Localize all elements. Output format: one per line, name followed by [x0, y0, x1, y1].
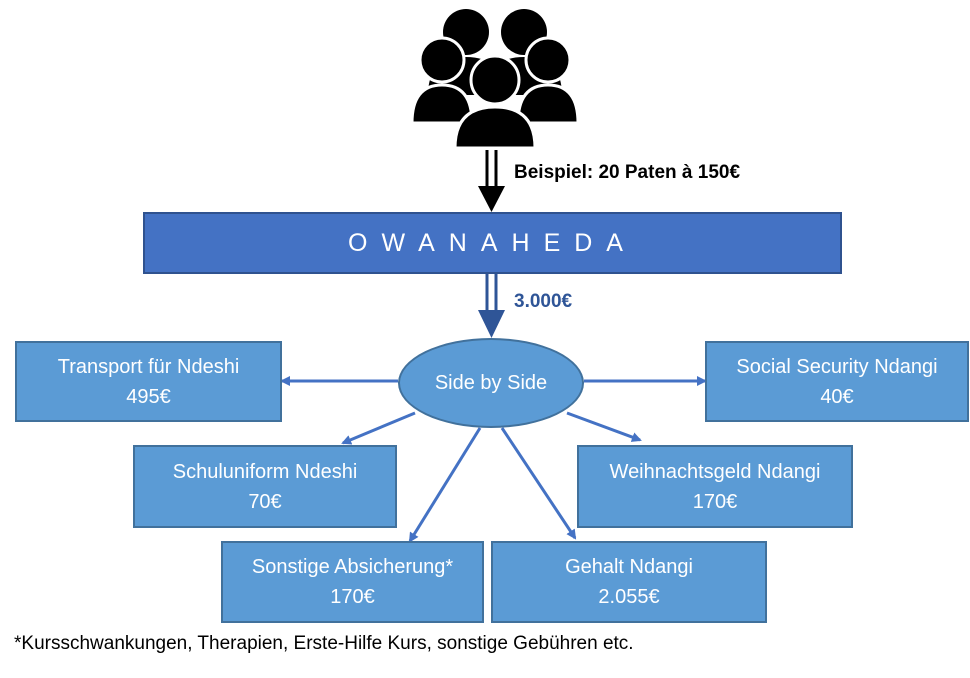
- sponsor-example-label: Beispiel: 20 Paten à 150€: [514, 162, 741, 183]
- item-title: Social Security Ndangi: [736, 355, 938, 378]
- item-title: Weihnachtsgeld Ndangi: [609, 460, 821, 483]
- hub-ellipse: Side by Side: [398, 338, 584, 428]
- item-value: 70€: [248, 490, 282, 513]
- item-title: Gehalt Ndangi: [565, 556, 693, 578]
- item-schuluniform: Schuluniform Ndeshi 70€: [133, 445, 397, 528]
- arrow-to-gehalt: [500, 427, 577, 540]
- footnote: *Kursschwankungen, Therapien, Erste-Hilf…: [14, 633, 634, 654]
- arrow-to-sonstige: [408, 427, 482, 543]
- item-transport: Transport für Ndeshi 495€: [15, 341, 282, 422]
- item-value: 40€: [820, 385, 854, 408]
- organization-name: OWANAHEDA: [348, 228, 637, 257]
- arrow-to-weihnachtsgeld: [566, 411, 642, 442]
- double-arrow-down-black: [478, 150, 505, 212]
- item-title: Transport für Ndeshi: [57, 355, 240, 378]
- item-value: 495€: [126, 385, 171, 408]
- item-value: 170€: [330, 586, 375, 608]
- item-title: Sonstige Absicherung*: [251, 556, 454, 578]
- item-social-security: Social Security Ndangi 40€: [705, 341, 969, 422]
- item-sonstige-absicherung: Sonstige Absicherung* 170€: [221, 541, 484, 623]
- amount-label: 3.000€: [514, 291, 573, 312]
- arrow-to-schuluniform: [341, 411, 416, 445]
- organization-bar: OWANAHEDA: [143, 212, 842, 274]
- item-value: 2.055€: [598, 586, 660, 608]
- hub-label: Side by Side: [434, 371, 548, 394]
- item-gehalt: Gehalt Ndangi 2.055€: [491, 541, 767, 623]
- item-weihnachtsgeld: Weihnachtsgeld Ndangi 170€: [577, 445, 853, 528]
- double-arrow-down-blue: [478, 274, 505, 338]
- item-title: Schuluniform Ndeshi: [172, 460, 358, 483]
- people-group-icon: [410, 9, 580, 150]
- item-value: 170€: [692, 490, 738, 513]
